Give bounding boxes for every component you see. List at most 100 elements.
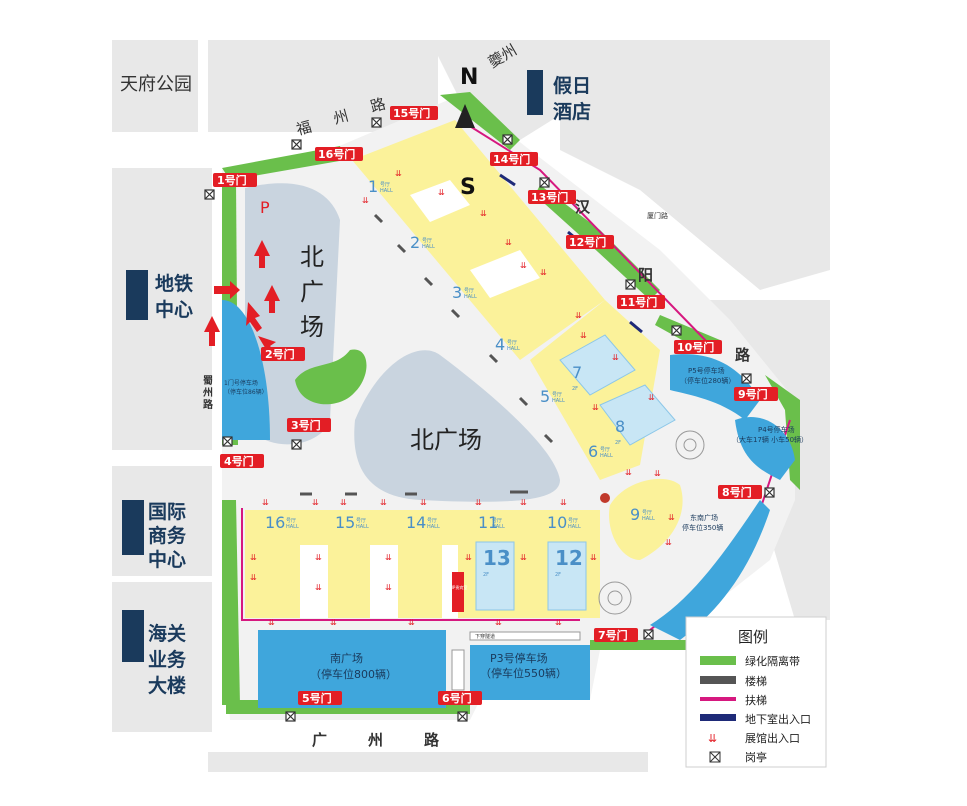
north-plaza-label: 北广场 (410, 426, 482, 454)
svg-text:⇊: ⇊ (330, 618, 337, 627)
parking-p-label: P (260, 198, 270, 217)
hall-12[interactable] (547, 541, 587, 611)
gate-16[interactable]: 16号门 (315, 147, 363, 161)
svg-text:12: 12 (555, 546, 583, 570)
svg-text:⇊: ⇊ (315, 583, 322, 592)
svg-text:号厅: 号厅 (422, 238, 432, 244)
svg-text:⇊: ⇊ (380, 498, 387, 507)
svg-text:1: 1 (368, 177, 378, 196)
svg-text:扶梯: 扶梯 (745, 693, 767, 707)
svg-text:⇊: ⇊ (520, 261, 527, 270)
metro-center: 地铁 中心 (126, 270, 193, 321)
svg-text:11号门: 11号门 (620, 295, 657, 309)
guard-booth-mark (291, 439, 302, 450)
east-south-parking (650, 500, 770, 640)
svg-text:14号门: 14号门 (493, 152, 530, 166)
svg-text:12号门: 12号门 (569, 235, 606, 249)
svg-text:⇊: ⇊ (465, 553, 472, 562)
svg-text:10号门: 10号门 (677, 340, 714, 354)
guard-booth-mark (222, 436, 233, 447)
svg-text:福: 福 (294, 118, 313, 139)
hall-8[interactable] (599, 384, 676, 446)
svg-text:⇊: ⇊ (708, 732, 717, 745)
gate1-lot-name: 1门号停车场 (224, 379, 258, 387)
svg-text:广: 广 (300, 278, 324, 306)
svg-text:HALL: HALL (642, 516, 655, 522)
svg-text:蜀: 蜀 (203, 375, 213, 387)
svg-text:8号门: 8号门 (722, 485, 752, 499)
hall-7[interactable] (559, 334, 636, 396)
guard-booth-mark (457, 711, 468, 722)
svg-text:7号门: 7号门 (598, 628, 628, 642)
svg-text:HALL: HALL (552, 398, 565, 404)
svg-text:3号门: 3号门 (291, 418, 321, 432)
svg-text:⇊: ⇊ (520, 553, 527, 562)
svg-text:⇊: ⇊ (385, 583, 392, 592)
svg-text:州: 州 (331, 107, 350, 128)
svg-text:楼梯: 楼梯 (745, 674, 767, 688)
underground-label: 下穿隧道 (475, 633, 495, 640)
guard-booth-mark (285, 711, 296, 722)
gate-14[interactable]: 14号门 (490, 152, 538, 166)
svg-text:⇊: ⇊ (505, 238, 512, 247)
block-hotel (560, 40, 830, 290)
gate-3[interactable]: 3号门 (287, 418, 331, 432)
gate-13[interactable]: 13号门 (528, 190, 576, 204)
svg-text:业务: 业务 (148, 648, 187, 671)
svg-text:HALL: HALL (356, 524, 369, 530)
guard-booth-mark (671, 325, 682, 336)
svg-text:HALL: HALL (380, 188, 393, 194)
hall-9[interactable] (609, 478, 683, 560)
gate-6[interactable]: 6号门 (438, 691, 482, 705)
road-hanyang: 汉 阳 路 (575, 198, 751, 364)
svg-text:中心: 中心 (155, 298, 193, 321)
svg-text:5: 5 (540, 387, 550, 406)
p3-parking (470, 645, 590, 700)
p5-parking (670, 354, 760, 420)
gate-4[interactable]: 4号门 (220, 454, 264, 468)
svg-text:图例: 图例 (738, 628, 768, 646)
svg-text:⇊: ⇊ (668, 513, 675, 522)
svg-text:⇊: ⇊ (592, 403, 599, 412)
guard-booth-mark (204, 189, 215, 200)
svg-text:号厅: 号厅 (642, 510, 652, 516)
svg-text:11: 11 (478, 513, 498, 532)
svg-text:号厅: 号厅 (427, 518, 437, 524)
gate-8[interactable]: 8号门 (718, 485, 762, 499)
gate-2[interactable]: 2号门 (261, 347, 305, 361)
svg-text:16: 16 (265, 513, 285, 532)
gate-10[interactable]: 10号门 (674, 340, 722, 354)
svg-text:2F: 2F (572, 386, 578, 392)
svg-text:13: 13 (483, 546, 511, 570)
gate-1[interactable]: 1号门 (213, 173, 257, 187)
compass: N S (455, 65, 478, 200)
tianfu-park-label: 天府公园 (120, 74, 192, 95)
gate-11[interactable]: 11号门 (617, 295, 665, 309)
svg-text:13号门: 13号门 (531, 190, 568, 204)
svg-text:假日: 假日 (553, 74, 591, 97)
svg-text:2号门: 2号门 (265, 347, 295, 361)
vip-room[interactable] (452, 572, 464, 612)
hall-labels: 1 2 3 4 5 6 7 2F 8 2F 9 10 11 12 2F 13 2… (265, 177, 640, 578)
gate-7[interactable]: 7号门 (594, 628, 638, 642)
svg-text:N: N (460, 65, 478, 90)
gate-9[interactable]: 9号门 (734, 387, 778, 401)
svg-text:号厅: 号厅 (356, 518, 366, 524)
svg-text:地下室出入口: 地下室出入口 (745, 712, 811, 726)
svg-text:⇊: ⇊ (590, 553, 597, 562)
svg-text:⇊: ⇊ (420, 498, 427, 507)
svg-text:⇊: ⇊ (555, 618, 562, 627)
svg-text:S: S (460, 175, 476, 200)
svg-text:2F: 2F (483, 572, 489, 578)
svg-text:⇊: ⇊ (315, 553, 322, 562)
svg-text:⇊: ⇊ (520, 498, 527, 507)
gate-5[interactable]: 5号门 (298, 691, 342, 705)
gate-12[interactable]: 12号门 (566, 235, 614, 249)
north-plaza-east (354, 350, 560, 502)
hall-band-diagonal (352, 120, 605, 360)
hall-13[interactable] (475, 541, 515, 611)
gate-15[interactable]: 15号门 (390, 106, 438, 120)
svg-text:路: 路 (368, 95, 387, 116)
svg-text:16号门: 16号门 (318, 147, 355, 161)
